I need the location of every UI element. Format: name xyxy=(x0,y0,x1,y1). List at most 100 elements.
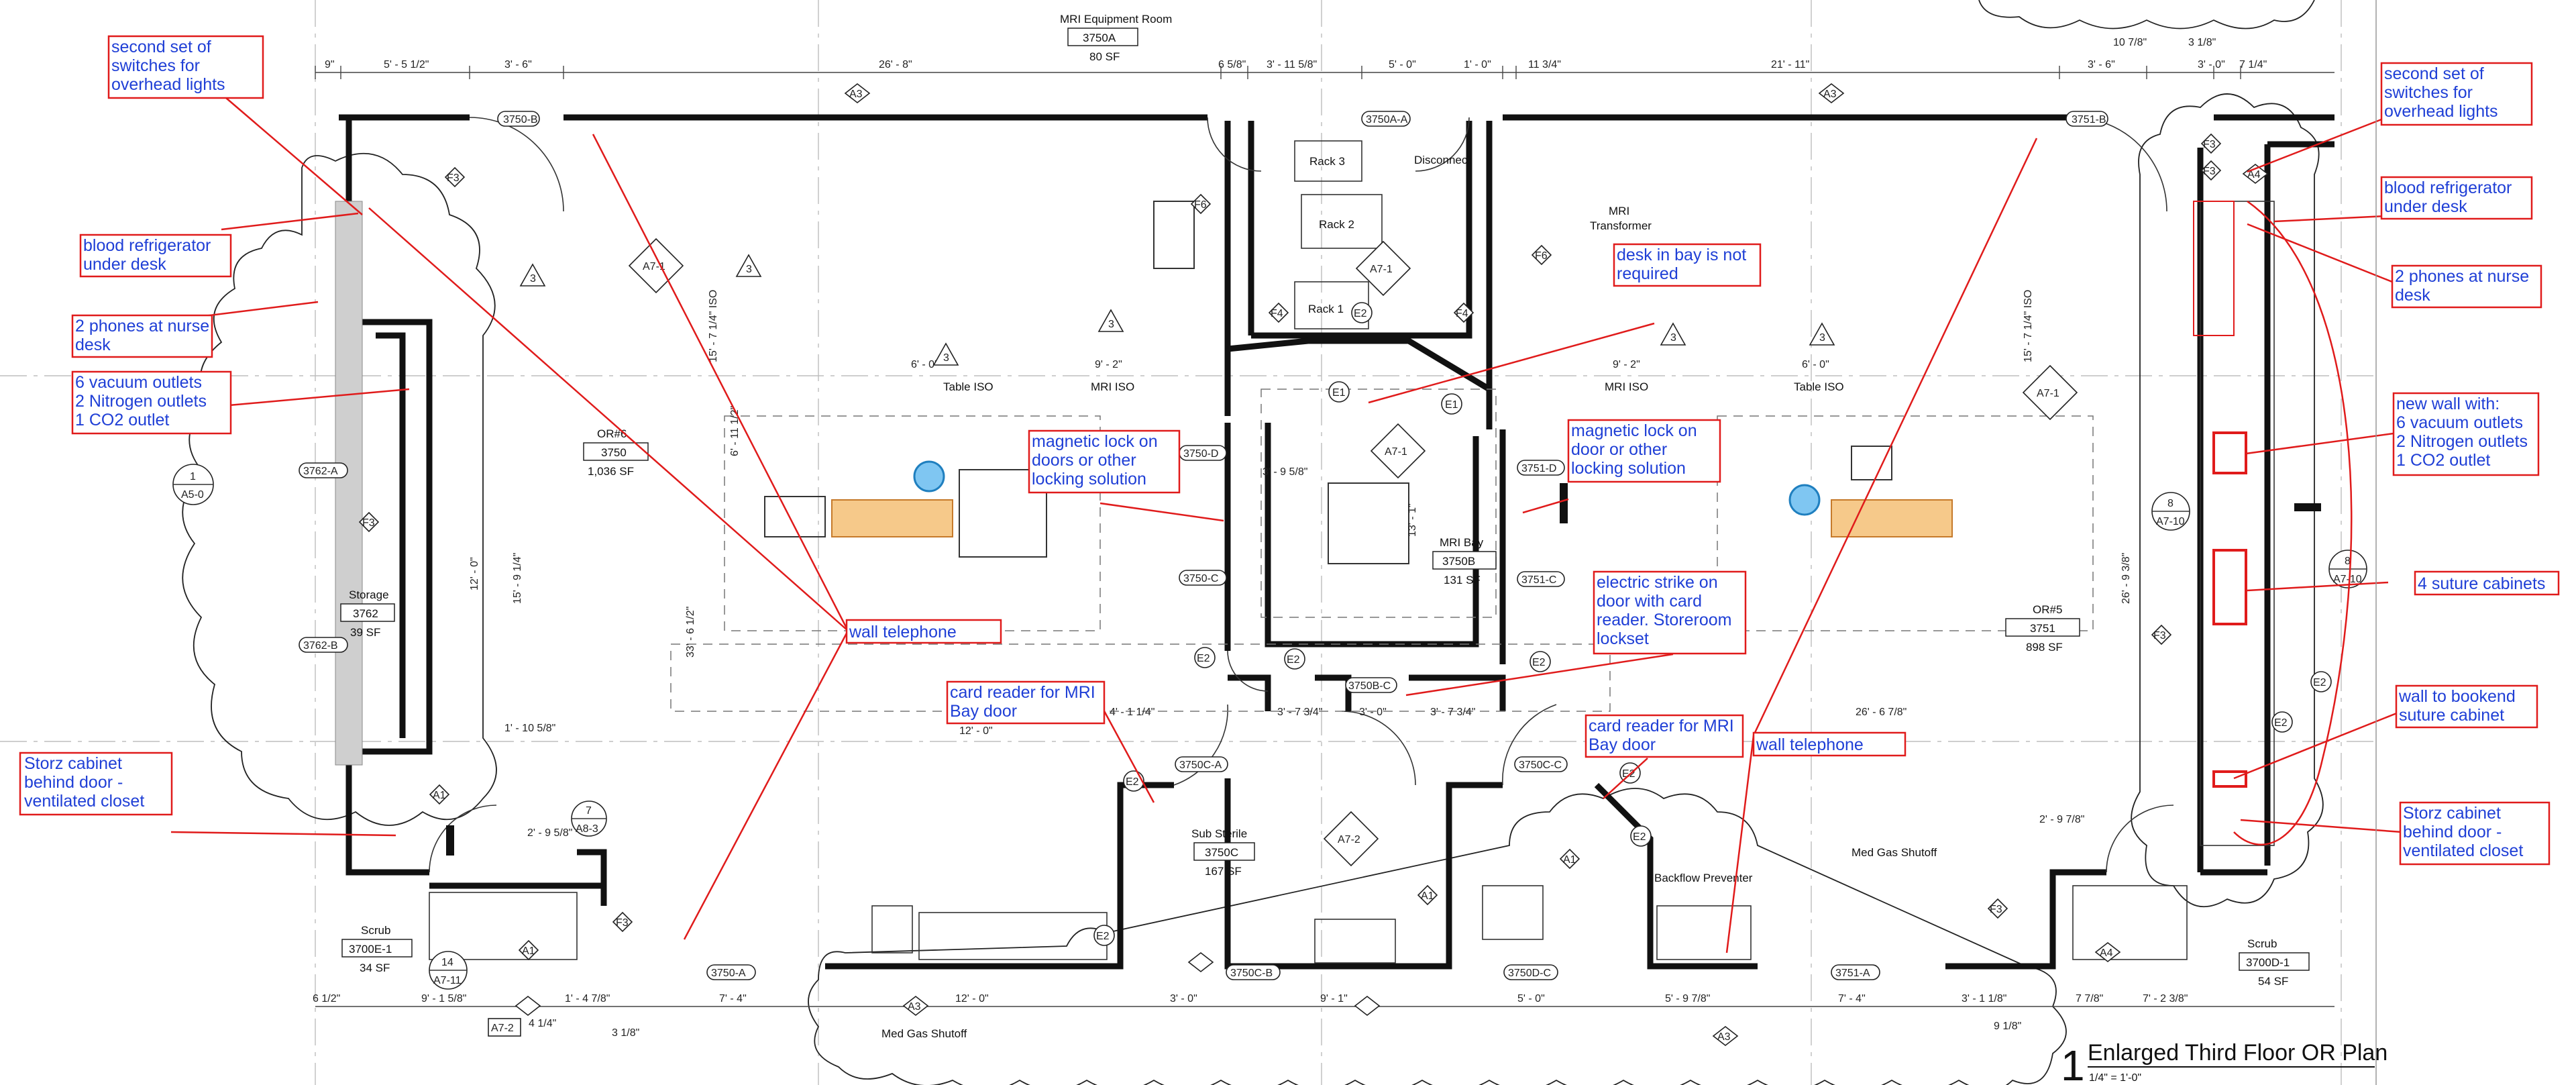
tag-a3: A3 xyxy=(908,1001,921,1013)
callout-box xyxy=(2399,801,2551,866)
room-name: Scrub xyxy=(2247,937,2277,950)
callout-box xyxy=(2414,570,2560,596)
dim-text: 5' - 9 7/8" xyxy=(1665,993,1710,1004)
room-area: 167 SF xyxy=(1205,865,1242,878)
drawing-scale: 1/4" = 1'-0" xyxy=(2089,1072,2141,1084)
callout-text: electric strike on xyxy=(1597,573,1718,592)
tag-e2: E2 xyxy=(2313,677,2326,688)
room-number: 3750 xyxy=(601,446,627,459)
dim-text: 3' - 0" xyxy=(1170,993,1197,1004)
tag-3: 3 xyxy=(1670,332,1676,344)
callout-text: overhead lights xyxy=(111,75,225,94)
tag-a7-10: A7-10 xyxy=(2333,574,2362,585)
callout-text: blood refrigerator xyxy=(83,236,211,255)
tag-e1: E1 xyxy=(1445,399,1458,411)
callout-text: 2 phones at nurse xyxy=(75,317,209,335)
callouts-right: second set of switches for overhead ligh… xyxy=(2380,62,2560,866)
med-gas-shutoff-label: Med Gas Shutoff xyxy=(1851,846,1937,859)
bottom-dimension-string: 6 1/2" 9' - 1 5/8" 1' - 4 7/8" 4 1/4" 3 … xyxy=(313,993,2334,1039)
callout-text: switches for xyxy=(2384,83,2473,102)
callout-text: 2 phones at nurse xyxy=(2395,267,2529,286)
rack-1-label: Rack 1 xyxy=(1308,303,1344,315)
callout-box xyxy=(1028,429,1181,494)
dim-text: 7' - 2 3/8" xyxy=(2143,993,2188,1004)
callout-text: magnetic lock on xyxy=(1571,421,1697,440)
callout-text: wall telephone xyxy=(849,623,957,641)
callout-text: 1 CO2 outlet xyxy=(75,411,169,429)
callout-text: 2 Nitrogen outlets xyxy=(75,392,207,411)
dim-text: 26' - 9 3/8" xyxy=(2121,553,2132,604)
dim-text: 4' - 1 1/4" xyxy=(1110,707,1155,718)
dim-text: 3' - 7 3/4" xyxy=(1277,707,1322,718)
dim-text: 3' - 1 1/8" xyxy=(1962,993,2006,1004)
door-tag: 3762-A xyxy=(303,466,338,477)
room-name: MRI Equipment Room xyxy=(1060,13,1172,25)
door-tag: 3750C-A xyxy=(1179,760,1222,771)
tag-n8: 8 xyxy=(2167,498,2174,509)
tag-f6: F6 xyxy=(1535,250,1548,262)
room-name: OR#6 xyxy=(597,427,627,440)
tag-a1: A1 xyxy=(433,790,446,801)
room-area: 39 SF xyxy=(350,626,380,639)
tag-e2: E2 xyxy=(1287,654,1300,666)
tag-n1: 1 xyxy=(190,471,196,482)
dim-text: 15' - 9 1/4" xyxy=(512,553,523,604)
dim-text: 9' - 1" xyxy=(1320,993,1348,1004)
callout-text: locking solution xyxy=(1032,470,1146,488)
table-iso-label: Table ISO xyxy=(943,380,994,393)
dashed-equipment-outlines xyxy=(670,140,2275,846)
callout-text: card reader for MRI xyxy=(950,683,1095,702)
tag-e2: E2 xyxy=(1126,776,1139,788)
dim-text: 7' - 4" xyxy=(1838,993,1866,1004)
dim-text: 3' - 11 5/8" xyxy=(1267,59,1317,70)
room-number: 3751 xyxy=(2030,622,2055,635)
tag-e2: E2 xyxy=(1354,308,1367,319)
callout-text: 2 Nitrogen outlets xyxy=(2396,432,2528,451)
dim-text: 5' - 0" xyxy=(1517,993,1545,1004)
tag-a7-1: A7-1 xyxy=(1370,264,1393,275)
callout-text: ventilated closet xyxy=(2403,841,2523,860)
dim-text: 15' - 7 1/4" ISO xyxy=(2023,290,2034,362)
callout-text: Storz cabinet xyxy=(2403,804,2501,823)
disconnect-label: Disconnect xyxy=(1414,154,1470,166)
callout-text: Bay door xyxy=(1589,735,1656,754)
dim-text: 5' - 5 1/2" xyxy=(384,59,429,70)
dim-text: 7 1/4" xyxy=(2239,59,2267,70)
room-number: 3762 xyxy=(353,607,378,620)
dim-text: 6' - 0" xyxy=(911,359,938,370)
room-number: 3750C xyxy=(1205,846,1238,859)
tag-a7-1: A7-1 xyxy=(2037,388,2059,399)
door-tag: 3750D-C xyxy=(1508,968,1551,979)
tag-3: 3 xyxy=(530,273,536,285)
callout-text: new wall with: xyxy=(2396,395,2500,413)
drawing-number: 1 xyxy=(2061,1041,2085,1085)
callout-text: second set of xyxy=(111,38,211,56)
room-area: 54 SF xyxy=(2258,975,2288,988)
callout-box xyxy=(107,35,264,99)
room-name: Storage xyxy=(349,588,389,601)
dim-text: 3' - 0" xyxy=(1359,707,1387,718)
tag-n7: 7 xyxy=(586,805,592,817)
callout-box xyxy=(2391,264,2542,309)
tag-f3: F3 xyxy=(616,917,629,929)
dim-text: 6' - 11 1/2" xyxy=(729,406,741,456)
door-tag: 3751-C xyxy=(1521,574,1556,586)
dim-text: 9' - 2" xyxy=(1095,359,1122,370)
callout-box xyxy=(1585,714,1744,758)
callout-text: under desk xyxy=(2384,197,2467,216)
callout-text: door with card xyxy=(1597,592,1702,611)
callouts-center: wall telephone magnetic lock on doors or… xyxy=(845,243,1907,758)
callouts-left: second set of switches for overhead ligh… xyxy=(19,35,264,816)
callout-box xyxy=(19,752,173,816)
callout-text: switches for xyxy=(111,56,200,75)
tag-f3: F3 xyxy=(362,517,375,529)
callout-text: 1 CO2 outlet xyxy=(2396,451,2490,470)
callout-text: suture cabinet xyxy=(2399,706,2504,725)
callout-text: desk xyxy=(75,335,111,354)
dim-text: 3 1/8" xyxy=(612,1027,639,1039)
mri-table-right xyxy=(1788,446,1953,537)
room-area: 898 SF xyxy=(2026,641,2063,654)
dim-text: 6 1/2" xyxy=(313,993,340,1004)
tag-f3: F3 xyxy=(2203,166,2216,177)
dim-text: 33' - 6 1/2" xyxy=(685,607,696,658)
